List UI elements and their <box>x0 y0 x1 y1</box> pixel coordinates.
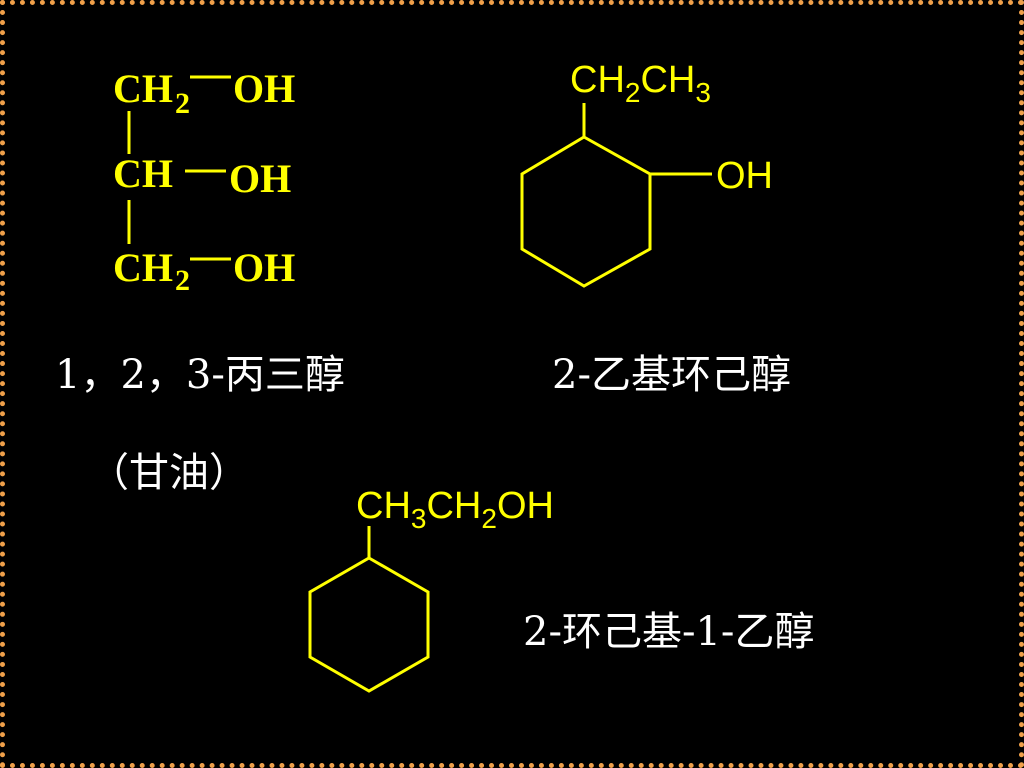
glycerol-row1-oh: OH <box>233 66 295 111</box>
ethylcyclohexanol-ring <box>520 135 652 288</box>
glycerol-row1-sub: 2 <box>175 87 190 120</box>
cyclohexylethanol-ring <box>308 556 430 693</box>
glycerol-row3-oh: OH <box>233 245 295 290</box>
cyclohexylethanol-name: 2-环己基-1-乙醇 <box>523 609 815 655</box>
hydroxyl-label: OH <box>716 155 773 197</box>
glycerol-row1-ch: CH <box>113 66 173 111</box>
structures-canvas: CH 2 OH CH OH CH 2 OH CH2CH3 OH <box>113 59 773 693</box>
side-chain-label: CH3CH2OH <box>356 485 554 534</box>
glycerol-row2-oh: OH <box>229 156 291 201</box>
glycerol-row2-ch: CH <box>113 151 173 196</box>
ethylcyclohexanol-structure: CH2CH3 OH <box>520 59 773 288</box>
glycerol-row3-sub: 2 <box>175 264 190 297</box>
glycerol-row3-ch: CH <box>113 245 173 290</box>
glycerol-common-name: （甘油） <box>89 450 249 496</box>
glycerol-name: 1，2，3-丙三醇 <box>55 352 345 398</box>
glycerol-structure: CH 2 OH CH OH CH 2 OH <box>113 66 295 297</box>
cyclohexylethanol-structure: CH3CH2OH <box>308 485 554 693</box>
ethyl-group-label: CH2CH3 <box>570 59 711 108</box>
ethylcyclohexanol-name: 2-乙基环己醇 <box>552 352 791 398</box>
